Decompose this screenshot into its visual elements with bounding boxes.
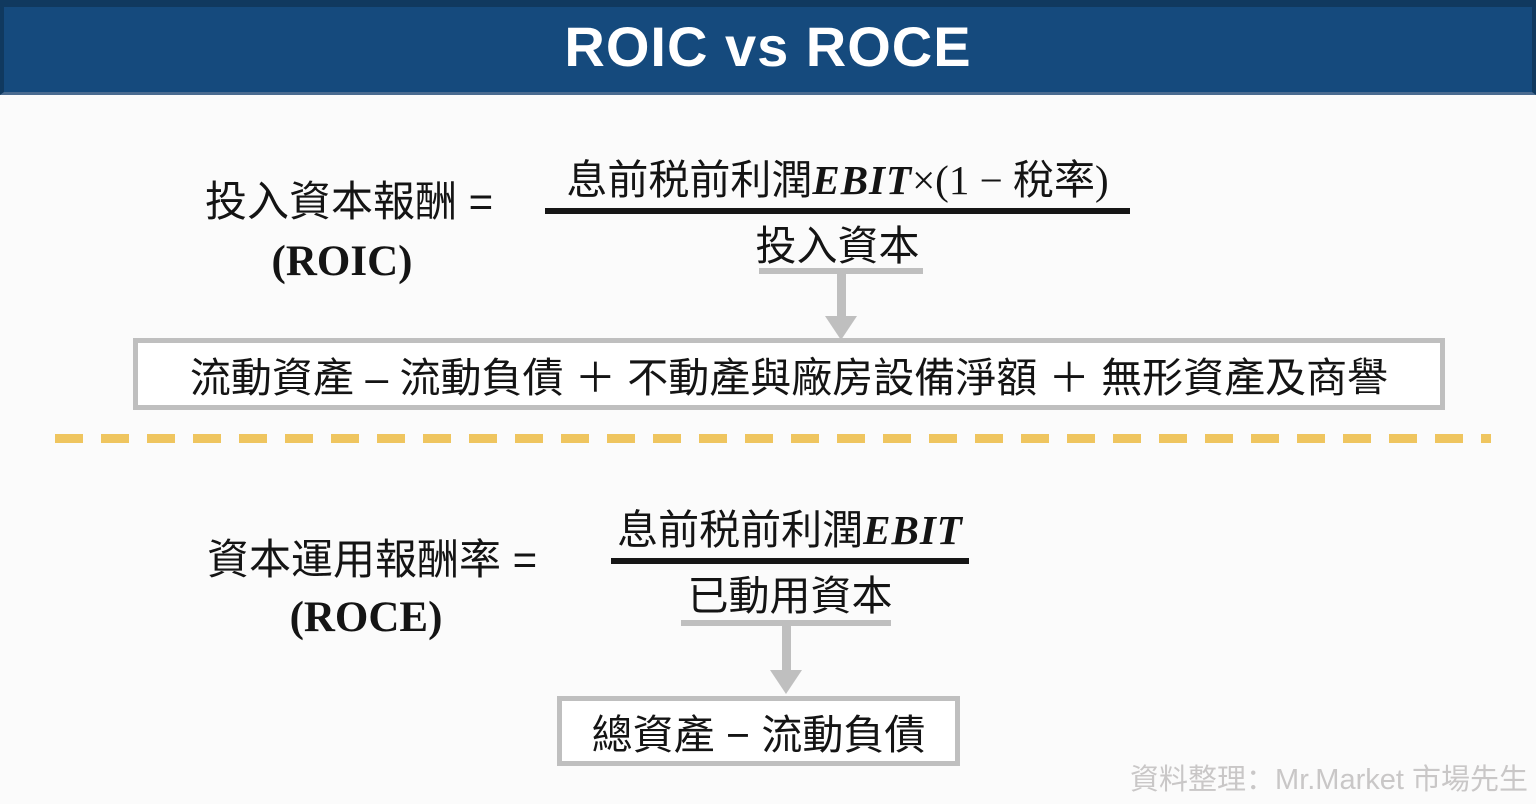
roce-arrow-head	[770, 670, 802, 694]
roce-abbr: (ROCE)	[289, 594, 443, 641]
roce-label: 資本運用報酬率 =	[207, 536, 538, 583]
roic-down-arrow-icon	[759, 268, 923, 340]
roce-numerator: 息前税前利潤EBIT	[617, 502, 963, 558]
roic-fraction: 息前税前利潤EBIT×(1 − 稅率) 投入資本	[545, 152, 1130, 274]
section-divider-dashed	[55, 434, 1491, 443]
roic-numerator-close-paren: )	[1094, 157, 1109, 203]
roce-fraction: 息前税前利潤EBIT 已動用資本	[611, 502, 969, 624]
page-title: ROIC vs ROCE	[564, 14, 972, 78]
roic-denominator: 投入資本	[755, 223, 920, 269]
roic-invested-capital-box: 流動資產 – 流動負債 ＋ 不動產與廠房設備淨額 ＋ 無形資產及商譽	[133, 338, 1445, 410]
roce-fraction-bar	[611, 558, 969, 564]
roce-expansion-text: 總資產 − 流動負債	[591, 712, 926, 758]
roce-capital-employed-box: 總資產 − 流動負債	[557, 696, 960, 766]
roic-ebit-variable: EBIT	[812, 157, 913, 203]
roic-expansion-text: 流動資產 – 流動負債 ＋ 不動產與廠房設備淨額 ＋ 無形資產及商譽	[189, 355, 1389, 401]
roic-numerator-operator: ×(1 −	[912, 157, 1013, 203]
roic-numerator: 息前税前利潤EBIT×(1 − 稅率)	[566, 152, 1108, 208]
roic-numerator-text: 息前税前利潤	[566, 157, 813, 203]
roic-arrow-stem	[836, 274, 846, 316]
roic-arrow-crossbar	[759, 268, 923, 274]
roic-fraction-bar	[545, 208, 1130, 214]
roce-down-arrow-icon	[681, 620, 891, 694]
roce-ebit-variable: EBIT	[863, 507, 963, 553]
roce-arrow-stem	[781, 626, 791, 670]
roce-arrow-crossbar	[681, 620, 891, 626]
roce-numerator-text: 息前税前利潤	[617, 507, 864, 553]
roic-tax-rate-text: 稅率	[1012, 157, 1095, 203]
roic-label: 投入資本報酬 =	[205, 178, 494, 225]
header-bar: ROIC vs ROCE	[0, 0, 1536, 95]
credit-text: 資料整理：Mr.Market 市場先生	[1130, 764, 1528, 796]
roic-abbr: (ROIC)	[271, 238, 413, 285]
roic-arrow-head	[825, 316, 857, 340]
roce-denominator: 已動用資本	[687, 573, 893, 619]
